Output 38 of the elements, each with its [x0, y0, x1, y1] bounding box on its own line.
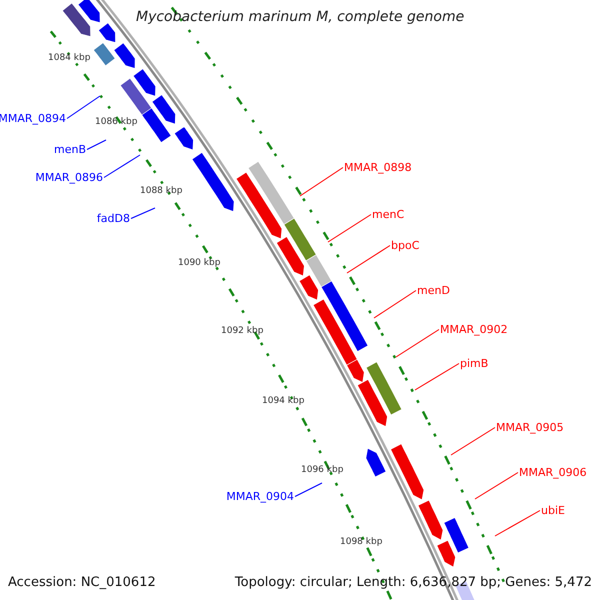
- gene-label: bpoC: [391, 240, 420, 251]
- gene-label: MMAR_0906: [519, 467, 587, 478]
- leader-line: [300, 167, 344, 196]
- gene-label: menC: [372, 209, 404, 220]
- scale-label: 1098 kbp: [340, 538, 382, 547]
- leader-line: [414, 363, 460, 390]
- leader-line: [374, 290, 416, 318]
- scale-label: 1088 kbp: [140, 187, 182, 196]
- leader-line: [294, 482, 322, 497]
- gene-label: MMAR_0896: [35, 172, 103, 183]
- footer-text: Accession: NC_010612: [8, 576, 156, 589]
- gene-label: menB: [54, 144, 86, 155]
- gene-label: fadD8: [96, 213, 130, 224]
- scale-label: 1094 kbp: [262, 397, 304, 406]
- gene-label: MMAR_0898: [344, 162, 412, 173]
- leader-line: [396, 329, 440, 358]
- leader-line: [66, 96, 100, 119]
- scale-label: 1090 kbp: [178, 259, 220, 268]
- leader-line: [474, 472, 518, 500]
- scale-label: 1086 kbp: [95, 118, 138, 127]
- scale-label: 1092 kbp: [221, 327, 264, 336]
- scale-label: 1096 kbp: [301, 466, 344, 475]
- gene-label: MMAR_0904: [226, 491, 294, 502]
- leader-line: [346, 245, 390, 274]
- leader-line: [86, 140, 106, 150]
- gene-label: MMAR_0905: [496, 422, 564, 433]
- leader-line: [494, 510, 540, 536]
- gene-label: pimB: [460, 358, 488, 369]
- gene-label: MMAR_0902: [440, 324, 508, 335]
- scale-label: 1084 kbp: [48, 54, 90, 63]
- footer-text: Topology: circular; Length: 6,636,827 bp; Genes: 5,472: [234, 576, 592, 589]
- diagram-title: Mycobacterium marinum M, complete genome: [136, 10, 464, 24]
- leader-line: [450, 427, 496, 456]
- leader-line: [328, 214, 372, 242]
- gene-label: menD: [417, 285, 450, 296]
- gene-label: ubiE: [541, 505, 565, 516]
- leader-line: [130, 208, 156, 219]
- leader-line: [104, 154, 140, 178]
